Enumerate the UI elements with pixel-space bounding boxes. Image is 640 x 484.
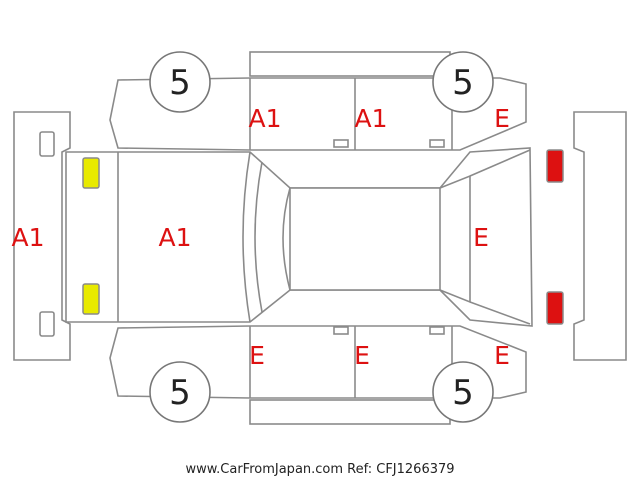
tire-front-left-value: 5 — [169, 63, 191, 103]
code-rear-quarter-upper: E — [494, 104, 510, 133]
front-bumper — [13, 111, 71, 361]
tire-rear-left-value: 5 — [452, 63, 474, 103]
code-rear-door-upper: A1 — [354, 104, 387, 133]
tire-front-left: 5 — [149, 51, 211, 113]
headlight-top-marker — [82, 157, 100, 189]
footer-reference: www.CarFromJapan.com Ref: CFJ1266379 — [185, 462, 454, 477]
tire-rear-right: 5 — [432, 361, 494, 423]
code-front-door-lower: E — [249, 341, 265, 370]
tire-front-right-value: 5 — [169, 373, 191, 413]
tire-rear-left: 5 — [432, 51, 494, 113]
side-lower — [109, 325, 527, 425]
code-rear-door-lower: E — [354, 341, 370, 370]
code-front-door-upper: A1 — [248, 104, 281, 133]
headlight-bottom-marker — [82, 283, 100, 315]
code-front-bumper: A1 — [11, 223, 44, 252]
code-tailgate: E — [473, 223, 489, 252]
body-top-view — [65, 147, 533, 327]
side-upper — [109, 51, 527, 151]
taillight-top-marker — [546, 149, 564, 183]
taillight-bottom-marker — [546, 291, 564, 325]
code-hood: A1 — [158, 223, 191, 252]
tire-front-right: 5 — [149, 361, 211, 423]
rear-bumper — [573, 111, 627, 361]
code-rear-quarter-lower: E — [494, 341, 510, 370]
tire-rear-right-value: 5 — [452, 373, 474, 413]
